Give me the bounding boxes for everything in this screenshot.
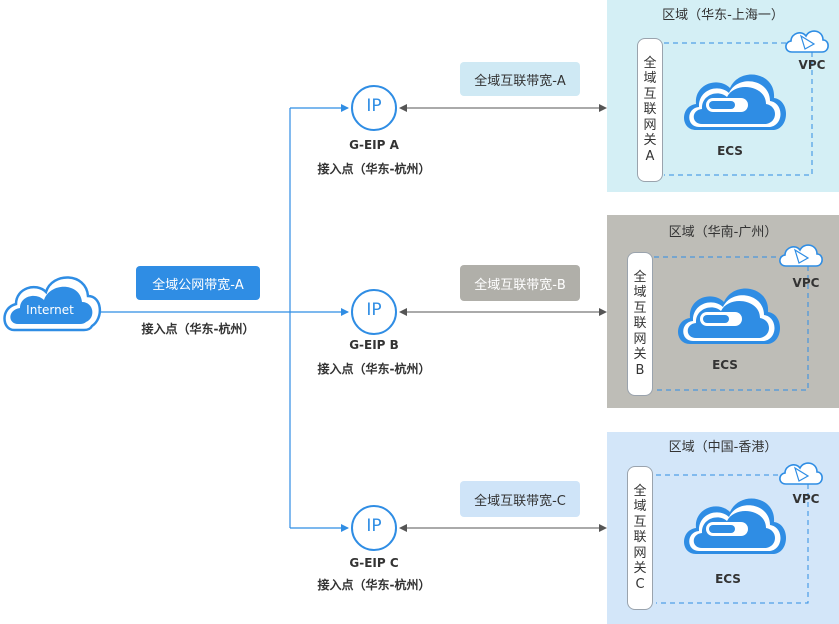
interconnect-bandwidth-pill-a: 全域互联带宽-A [460, 62, 580, 96]
region-shanghai: 区域（华东-上海一） [607, 0, 839, 192]
region-title-guangzhou: 区域（华南-广州） [668, 225, 778, 240]
eip-name-b: G-EIP B [349, 338, 399, 352]
gateway-char: 全 [633, 483, 647, 499]
vpc-box-c [656, 474, 809, 604]
region-title-hongkong: 区域（中国-香港） [668, 440, 778, 455]
ip-text-c: IP [366, 516, 382, 536]
gateway-char: 联 [643, 102, 657, 118]
ecs-label-a: ECS [717, 144, 743, 158]
gateway-char: 关 [633, 347, 647, 363]
internet-cloud-icon [3, 276, 101, 332]
eip-access-point-b: 接入点（华东-杭州） [317, 362, 431, 376]
vpc-cloud-icon-c [779, 462, 823, 485]
ip-text-a: IP [366, 96, 382, 116]
gateway-a: 全 域 互 联 网 关 A [637, 38, 663, 182]
eip-name-c: G-EIP C [349, 556, 399, 570]
public-bandwidth-pill: 全域公网带宽-A [136, 266, 260, 300]
eip-access-point-c: 接入点（华东-杭州） [317, 578, 431, 592]
ecs-cloud-icon-c [684, 498, 786, 554]
gateway-char: 互 [643, 86, 657, 102]
region-hongkong: 区域（中国-香港） [607, 432, 839, 624]
gateway-c: 全 域 互 联 网 关 C [627, 466, 653, 610]
ip-icon-b [351, 289, 397, 335]
gateway-char: 全 [643, 55, 657, 71]
vpc-cloud-icon-a [785, 30, 829, 53]
gateway-char: 网 [633, 331, 647, 347]
ip-text-b: IP [366, 300, 382, 320]
vpc-label-b: VPC [792, 276, 820, 290]
eip-access-point-a: 接入点（华东-杭州） [317, 162, 431, 176]
gateway-char: 联 [633, 316, 647, 332]
gateway-char: A [645, 148, 655, 164]
gateway-char: 域 [633, 499, 647, 515]
gateway-char: 互 [633, 514, 647, 530]
ecs-cloud-icon-a [684, 74, 786, 130]
gateway-char: 联 [633, 530, 647, 546]
ecs-label-c: ECS [715, 572, 741, 586]
ip-icon-c [351, 505, 397, 551]
vpc-label-c: VPC [792, 492, 820, 506]
ip-icon-a [351, 85, 397, 131]
region-guangzhou: 区域（华南-广州） [607, 215, 839, 408]
vpc-label-a: VPC [798, 58, 826, 72]
gateway-b: 全 域 互 联 网 关 B [627, 252, 653, 396]
gateway-char: 互 [633, 300, 647, 316]
gateway-char: 域 [643, 71, 657, 87]
ecs-label-b: ECS [712, 358, 738, 372]
vpc-box-b [654, 256, 809, 391]
public-access-point-label: 接入点（华东-杭州） [141, 322, 255, 336]
gateway-char: B [635, 362, 645, 378]
gateway-char: 关 [633, 561, 647, 577]
interconnect-bandwidth-pill-c: 全域互联带宽-C [460, 481, 580, 517]
vpc-cloud-icon-b [779, 244, 823, 267]
eip-name-a: G-EIP A [349, 138, 399, 152]
gateway-char: 域 [633, 285, 647, 301]
interconnect-bandwidth-pill-b: 全域互联带宽-B [460, 265, 580, 301]
region-title-shanghai: 区域（华东-上海一） [662, 8, 784, 23]
gateway-char: 全 [633, 269, 647, 285]
internet-label: Internet [26, 303, 74, 317]
gateway-char: 网 [643, 117, 657, 133]
gateway-char: C [635, 576, 645, 592]
vpc-box-a [664, 42, 813, 176]
ecs-cloud-icon-b [678, 288, 780, 344]
gateway-char: 网 [633, 545, 647, 561]
gateway-char: 关 [643, 133, 657, 149]
